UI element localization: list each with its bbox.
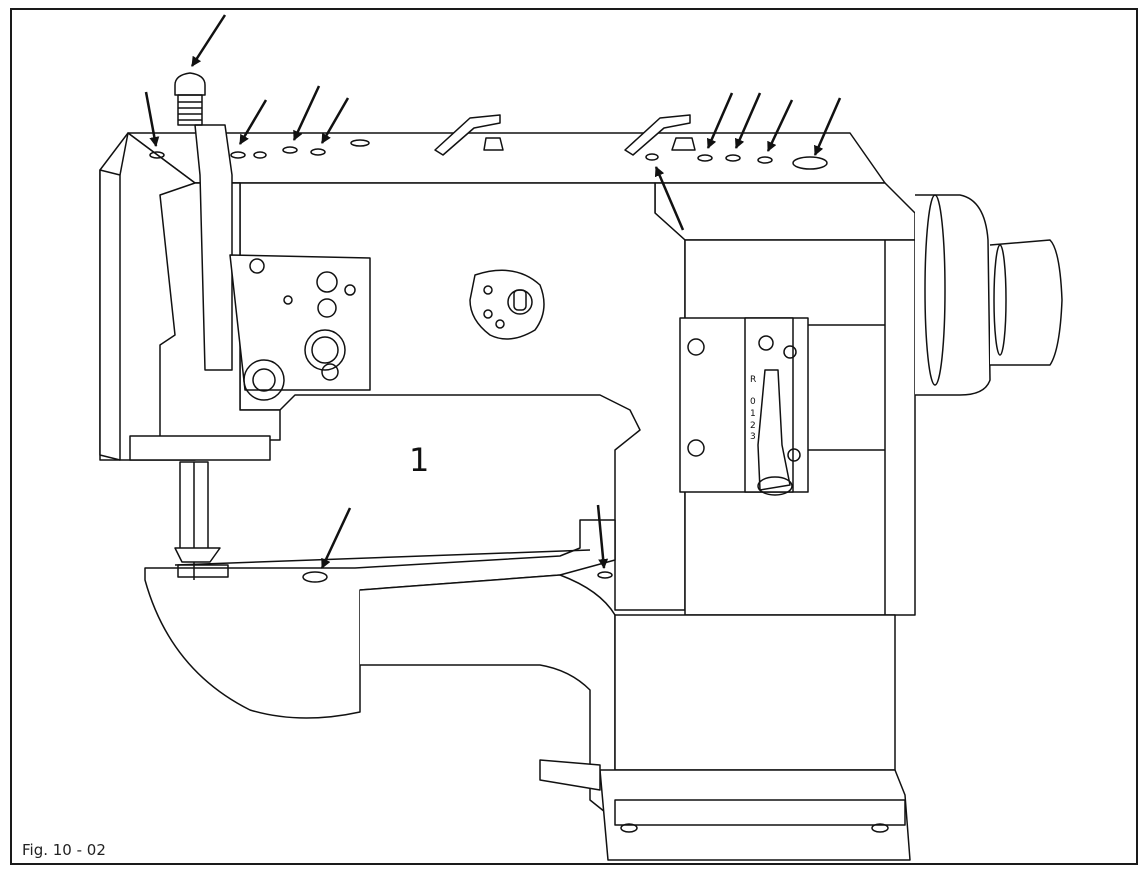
arrow-icon [190,14,227,67]
arrow-icon [320,97,350,144]
handwheel-hub [989,239,1063,366]
bed-plate [144,519,616,719]
arrow-icon [596,504,609,569]
scale-mark-2: 2 [750,421,756,431]
arrow-icon [734,92,762,149]
arrow-icon [320,507,352,569]
scale-mark-r: R [750,375,757,385]
arrow-icon [238,99,268,145]
presser-bar [194,124,233,371]
arrow-icon [706,92,734,149]
bobbin-winder [469,269,545,340]
handwheel [915,194,991,396]
thread-guide-left [434,114,501,156]
part-label: 1 [409,441,430,479]
arrow-icon [654,166,685,231]
base [599,769,911,861]
figure-caption: Fig. 10 - 02 [22,841,106,859]
callout-arrows [144,14,842,569]
scale-mark-3: 3 [750,432,756,442]
arrow-icon [144,91,160,147]
tension-plate [229,254,371,391]
arrow-icon [766,99,794,152]
scale-mark-0: 0 [750,397,756,407]
regulator-lever [757,369,791,491]
housing-top [654,182,916,241]
adjustment-screw [174,72,206,96]
thread-guide-right [624,114,691,156]
column [614,614,896,771]
arrow-icon [292,85,321,141]
scale-mark-1: 1 [750,409,756,419]
arrow-icon [813,97,842,156]
